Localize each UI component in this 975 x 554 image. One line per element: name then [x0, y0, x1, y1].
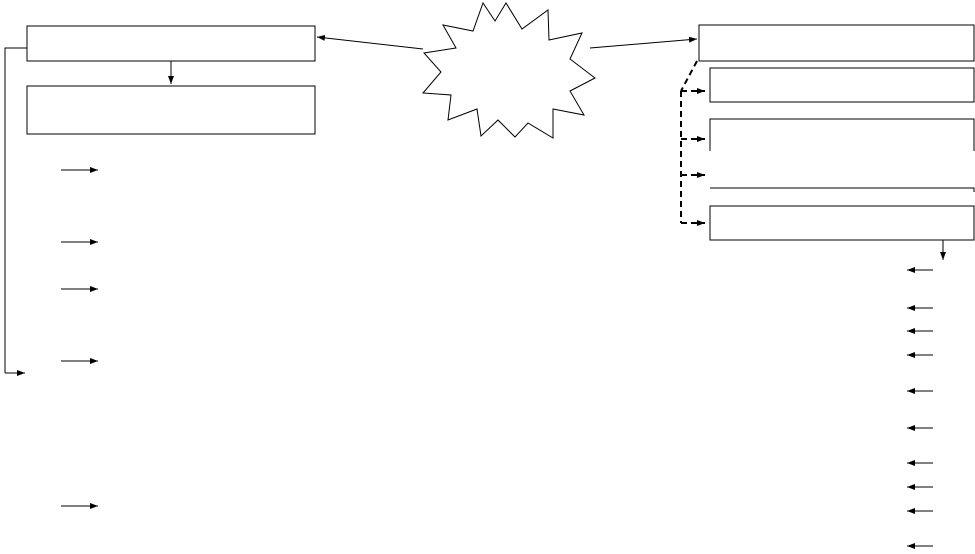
starburst-shape: [421, 1, 596, 139]
left-bracket-line: [4, 47, 27, 373]
arrow-starburst-to-left-box: [316, 34, 424, 50]
right-sub-box-thin: [710, 187, 975, 192]
arrow-starburst-to-right-box: [589, 36, 698, 49]
left-item-arrows: [61, 167, 98, 509]
right-sub-box-open: [709, 118, 975, 151]
right-branch-arrows: [681, 88, 705, 226]
right-dashed-diagonal: [680, 60, 698, 92]
right-sub-box: [709, 205, 975, 241]
right-item-arrows: [907, 267, 933, 549]
right-top-box: [698, 24, 975, 62]
left-top-box: [26, 25, 316, 62]
right-sub-box: [709, 67, 975, 103]
left-second-box: [26, 85, 316, 135]
